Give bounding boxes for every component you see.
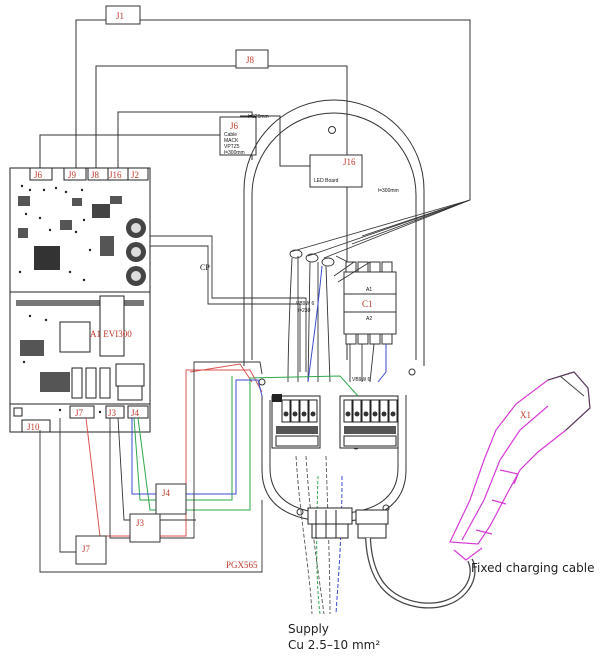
control-board [9, 167, 151, 433]
connector-label-j1: J1 [116, 11, 124, 21]
connector-label-j8: J8 [91, 170, 100, 180]
led-board [309, 154, 363, 188]
terminal-block-right [339, 395, 399, 449]
connector-box-j7 [75, 535, 107, 565]
length-label-300: l=300mm [378, 188, 399, 194]
contactor-a1: A1 [366, 287, 372, 293]
harness-j1 [75, 19, 471, 200]
connector-box-j4 [155, 483, 187, 515]
connector-label-j10: J10 [27, 422, 40, 432]
wires-gray-lower [295, 455, 331, 615]
wires-blue-lower [131, 379, 343, 615]
connector-label-j6: J6 [34, 170, 43, 180]
connector-box-j3 [129, 513, 161, 543]
connector-label-j7-box: J7 [82, 544, 91, 554]
board-dots [18, 184, 102, 414]
plug-head [547, 371, 591, 431]
connector-label-j4-box: J4 [162, 488, 171, 498]
cable-note-2: MACK [224, 138, 239, 144]
contactor-a2: A2 [366, 316, 372, 322]
connector-label-j8-top: J8 [246, 55, 255, 65]
mount-hole-left [258, 378, 266, 386]
cable-note-4: l=300mm [224, 150, 245, 156]
connector-label-j16-box: J16 [343, 157, 356, 167]
connector-label-j16: J16 [109, 170, 122, 180]
wire-label-vbw-1: VB9W 6 [296, 301, 315, 307]
connector-label-j9: J9 [68, 170, 77, 180]
cable-note-1: Cable [224, 132, 237, 138]
wires-blue [307, 265, 387, 383]
harness-j6 [39, 111, 310, 168]
length-label-320: l=320mm [248, 114, 269, 120]
supply-caption-2: Cu 2.5–10 mm² [288, 638, 381, 652]
cable-note-3: VPTZ5 [224, 144, 240, 150]
connector-label-j3-box: J3 [136, 518, 145, 528]
cp-wires [150, 235, 307, 372]
fan-cables [289, 199, 471, 259]
wire-label-vbw-2: VB9W 6 [352, 377, 371, 383]
charging-cable-out [365, 537, 476, 609]
mount-hole-bl [296, 508, 304, 516]
mount-hole-top [328, 126, 336, 134]
cable-gland-right [355, 509, 389, 539]
supply-caption-1: Supply [288, 622, 329, 636]
contactor-terminals [345, 261, 393, 345]
wire-loops [287, 249, 349, 383]
connector-label-j3: J3 [108, 408, 117, 418]
wire-label-l230: l=230 [298, 308, 311, 314]
led-board-label: LED Board [314, 178, 339, 184]
cable-caption: Fixed charging cable [471, 561, 595, 575]
wires-contactor-to-right [333, 261, 375, 383]
contactor-label: C1 [362, 299, 373, 309]
connector-label-j4: J4 [131, 408, 140, 418]
connector-label-j2: J2 [131, 170, 139, 180]
connector-label-j6-top: J6 [230, 121, 239, 131]
connector-box-j8-top [235, 49, 269, 69]
mount-hole-right [408, 368, 416, 376]
wires-black [39, 361, 263, 573]
connector-box-j1 [105, 5, 141, 25]
terminal-block-left [271, 394, 321, 449]
charging-cable-out-inner [366, 537, 475, 608]
cp-label: CP [200, 263, 210, 272]
part-number: PGX565 [226, 560, 258, 570]
connector-label-j7: J7 [75, 408, 84, 418]
cable-gland-left [307, 507, 353, 539]
charging-plug [449, 371, 591, 561]
cable-note-box [219, 116, 257, 156]
board-label: A1 EVI300 [90, 329, 132, 339]
harness-j8 [95, 65, 348, 360]
plug-label: X1 [520, 410, 531, 420]
wires-red [85, 363, 263, 537]
